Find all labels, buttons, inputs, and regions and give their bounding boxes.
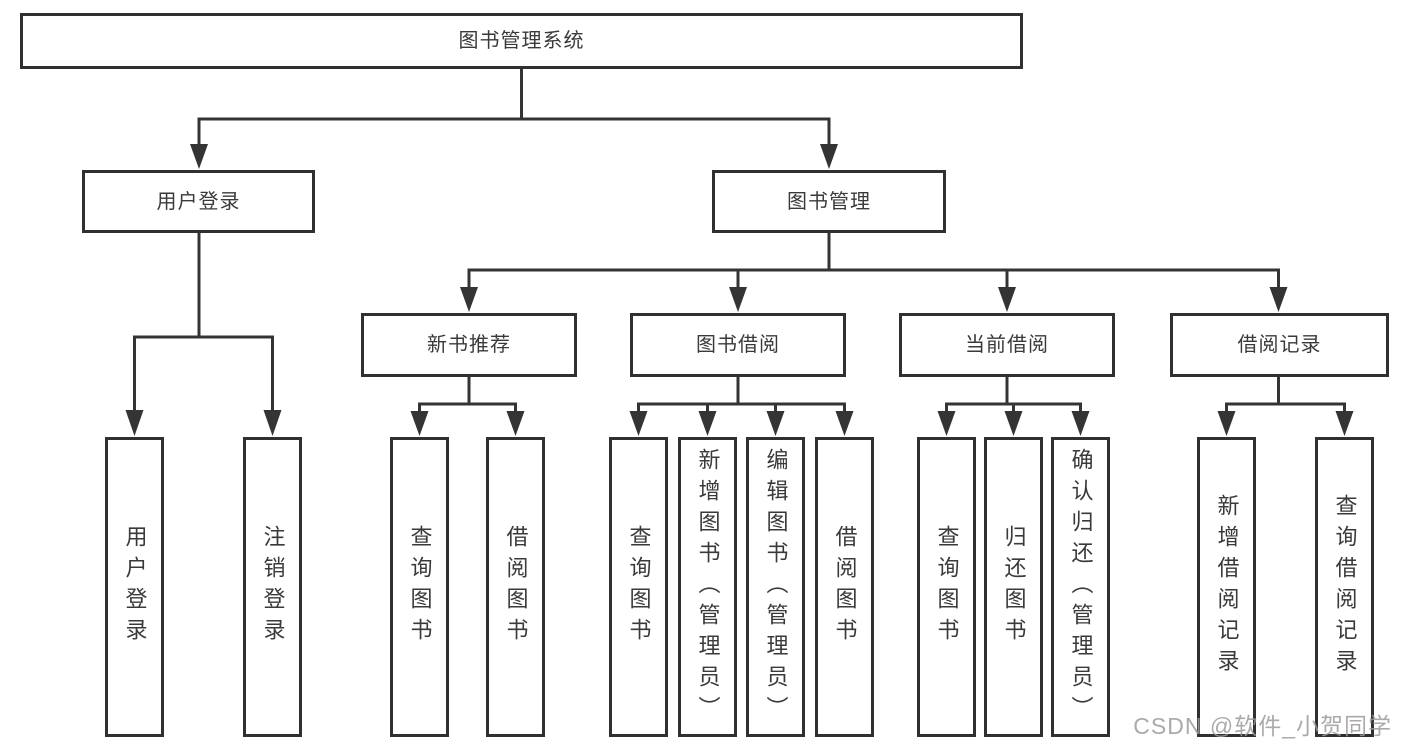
node-new-book-recommendation: 新书推荐 [361, 313, 577, 377]
leaf-user-login: 用户登录 [105, 437, 164, 737]
connector-borrow-records [1225, 375, 1346, 414]
leaf-logout: 注销登录 [243, 437, 302, 737]
node-current-borrowing: 当前借阅 [899, 313, 1115, 377]
node-borrowing-records: 借阅记录 [1170, 313, 1389, 377]
watermark: CSDN @软件_小贺同学 [1133, 713, 1392, 739]
connector-new-book [418, 375, 517, 414]
leaf-current-confirm-return-admin: 确认归还（管理员） [1051, 437, 1110, 737]
node-book-management: 图书管理 [712, 170, 946, 233]
connector-user-login [133, 231, 274, 414]
leaf-records-add-record: 新增借阅记录 [1197, 437, 1256, 737]
leaf-current-query-books: 查询图书 [917, 437, 976, 737]
leaf-borrowing-add-books-admin: 新增图书（管理员） [678, 437, 737, 737]
connector-root [197, 67, 831, 147]
leaf-newbook-borrow-books: 借阅图书 [486, 437, 545, 737]
leaf-newbook-query-books: 查询图书 [390, 437, 449, 737]
leaf-borrowing-borrow-books: 借阅图书 [815, 437, 874, 737]
connector-book-management [467, 231, 1280, 290]
leaf-current-return-books: 归还图书 [984, 437, 1043, 737]
node-book-borrowing: 图书借阅 [630, 313, 846, 377]
leaf-borrowing-edit-books-admin: 编辑图书（管理员） [746, 437, 805, 737]
connector-current-borrowing [945, 375, 1082, 414]
connector-book-borrowing [637, 375, 846, 414]
node-user-login: 用户登录 [82, 170, 315, 233]
leaf-borrowing-query-books: 查询图书 [609, 437, 668, 737]
node-root: 图书管理系统 [20, 13, 1023, 69]
leaf-records-query-record: 查询借阅记录 [1315, 437, 1374, 737]
